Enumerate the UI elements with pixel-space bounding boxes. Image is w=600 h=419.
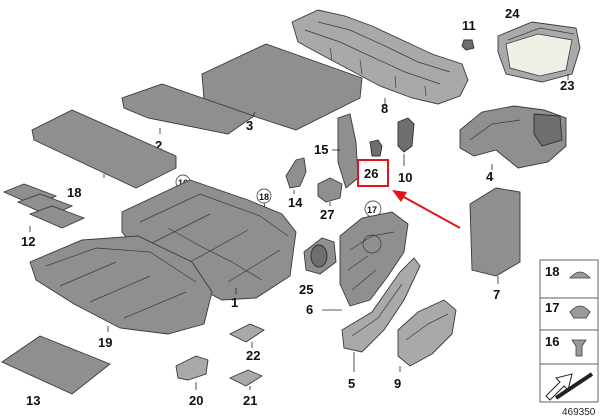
part-21-clip[interactable]: [175, 355, 209, 381]
part-24-trunk-liner[interactable]: [497, 21, 581, 83]
callout-8: 8: [381, 101, 388, 116]
reference-id: 469350: [562, 407, 596, 418]
part-15-pillar[interactable]: [337, 113, 359, 189]
part-14-bracket[interactable]: [285, 157, 307, 189]
callout-1: 1: [231, 295, 238, 310]
callout-2: 2: [155, 138, 162, 153]
part-23-pad[interactable]: [228, 323, 265, 343]
callout-19: 18: [67, 185, 81, 200]
part-22-pad[interactable]: [228, 369, 263, 387]
callout-12: 12: [21, 234, 35, 249]
callout-5: 5: [348, 376, 355, 391]
callout-25: 24: [505, 6, 520, 21]
legend-label-16: 16: [545, 334, 559, 349]
circled-ref-17-label: 17: [367, 205, 377, 215]
part-2-panel[interactable]: [121, 83, 255, 135]
legend-label-18: 18: [545, 264, 559, 279]
part-5-strip[interactable]: [341, 257, 421, 353]
part-7-pad[interactable]: [469, 187, 521, 277]
part-9-trim[interactable]: [397, 299, 457, 367]
direction-arrow-icon: [545, 373, 573, 401]
callout-26: 25: [299, 282, 313, 297]
part-8-rear-shelf[interactable]: [291, 9, 469, 105]
callout-10: 10: [398, 170, 412, 185]
part-6-side-panel[interactable]: [339, 211, 409, 307]
callout-3: 3: [246, 118, 253, 133]
callout-22: 21: [243, 393, 257, 408]
highlight-arrow: [392, 190, 461, 229]
part-20-floor-insulation[interactable]: [29, 235, 213, 335]
part-1-floor-insulation[interactable]: [121, 179, 297, 301]
callout-27: 26: [364, 166, 378, 181]
circled-ref-18-label: 18: [259, 192, 269, 202]
part-12-mats[interactable]: [2, 183, 86, 229]
callout-24: 23: [560, 78, 574, 93]
callout-7: 7: [493, 287, 500, 302]
part-11-cap[interactable]: [461, 39, 475, 51]
callout-13: 13: [26, 393, 40, 408]
part-13-mat[interactable]: [1, 335, 111, 395]
callout-23: 22: [246, 348, 260, 363]
legend-box-16: [539, 329, 599, 365]
fastener-legend: 18 17 16: [539, 259, 599, 403]
legend-label-17: 17: [545, 300, 559, 315]
part-26-cover[interactable]: [303, 237, 337, 275]
callout-11: 11: [462, 18, 476, 33]
highlight-box: [357, 159, 389, 187]
callout-9: 9: [394, 376, 401, 391]
callout-28: 27: [320, 207, 334, 222]
callout-6: 6: [306, 302, 313, 317]
part-28-block[interactable]: [317, 177, 343, 203]
callout-21: 20: [189, 393, 203, 408]
clip-18-icon: [569, 271, 591, 279]
callout-4: 4: [486, 169, 494, 184]
part-27-clip[interactable]: [369, 139, 383, 157]
callout-14: 14: [288, 195, 303, 210]
part-4-wheel-arch-trim[interactable]: [459, 105, 567, 169]
legend-box-18: [539, 259, 599, 299]
part-19-panel[interactable]: [31, 109, 177, 189]
clip-16-icon: [571, 339, 587, 357]
part-10-bracket[interactable]: [397, 117, 415, 153]
callout-20: 19: [98, 335, 112, 350]
callout-15: 15: [314, 142, 328, 157]
clip-17-icon: [569, 305, 591, 319]
